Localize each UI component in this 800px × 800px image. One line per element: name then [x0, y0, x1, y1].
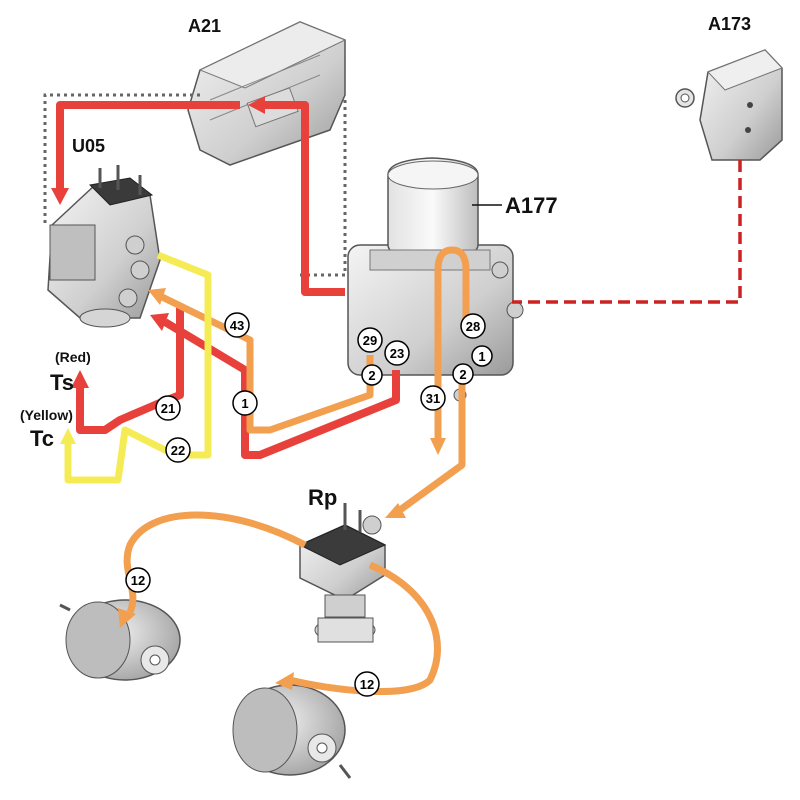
- red-arrow-port1: [150, 313, 169, 331]
- port-2-right-text: 2: [459, 367, 466, 382]
- tc-color-note: (Yellow): [20, 407, 73, 423]
- orange-line-rp-left: [123, 511, 307, 614]
- port-28-text: 28: [466, 319, 480, 334]
- port-21: 21: [155, 395, 181, 421]
- tc-label: Tc: [30, 426, 54, 451]
- u05-label: U05: [72, 136, 105, 156]
- a177-label: A177: [505, 193, 558, 218]
- ts-color-note: (Red): [55, 349, 91, 365]
- port-1-left-text: 1: [241, 396, 248, 411]
- port-12-left: 12: [125, 567, 151, 593]
- port-21-text: 21: [161, 401, 175, 416]
- brake-chamber-bottom: [232, 684, 352, 779]
- port-23: 23: [384, 340, 410, 366]
- a173-label: A173: [708, 14, 751, 34]
- port-12-right: 12: [354, 671, 380, 697]
- a21-dotted-link: [43, 93, 347, 277]
- orange-arrow-to-rp: [385, 503, 406, 518]
- rp-label: Rp: [308, 485, 337, 510]
- port-31: 31: [420, 385, 446, 411]
- port-12-right-text: 12: [360, 677, 374, 692]
- red-arrow-to-u05: [51, 188, 69, 205]
- orange-arrow-port43: [148, 288, 166, 305]
- port-23-text: 23: [390, 346, 404, 361]
- port-43-text: 43: [230, 318, 244, 333]
- red-line-a177-a21: [262, 101, 345, 296]
- port-22-text: 22: [171, 443, 185, 458]
- red-line-ts: [76, 305, 184, 434]
- a177-unit: [347, 157, 524, 402]
- orange-line-port43: [158, 292, 374, 434]
- a173-electrical-line: [512, 160, 742, 304]
- port-12-left-text: 12: [131, 573, 145, 588]
- orange-line-rp-bottom: [289, 561, 441, 695]
- orange-arrow-port31: [430, 438, 446, 455]
- a21-control-unit: [187, 21, 347, 166]
- ts-label: Ts: [50, 370, 74, 395]
- red-arrow-to-a21: [248, 96, 265, 114]
- orange-arrow-bottom-chamber: [275, 672, 294, 690]
- port-2-right: 2: [452, 363, 474, 385]
- port-28: 28: [460, 313, 486, 339]
- port-2-left: 2: [361, 364, 383, 386]
- port-1-right-text: 1: [478, 349, 485, 364]
- port-1-right: 1: [471, 345, 493, 367]
- orange-line-to-rp: [397, 380, 466, 513]
- port-29: 29: [357, 327, 383, 353]
- yellow-arrow-tc: [60, 428, 76, 444]
- orange-arrow-left-chamber: [118, 608, 136, 628]
- port-31-text: 31: [426, 391, 440, 406]
- orange-line-port31: [434, 246, 470, 440]
- port-43: 43: [224, 312, 250, 338]
- rp-relay-valve: [298, 503, 387, 643]
- a21-label: A21: [188, 16, 221, 36]
- red-line-a21-u05: [56, 101, 240, 190]
- u05-valve: [47, 165, 161, 328]
- red-line-port23: [162, 318, 400, 459]
- red-arrow-ts: [71, 370, 89, 388]
- port-2-left-text: 2: [368, 368, 375, 383]
- port-22: 22: [165, 437, 191, 463]
- port-29-text: 29: [363, 333, 377, 348]
- a173-module: [675, 49, 783, 161]
- port-1-left: 1: [232, 390, 258, 416]
- yellow-line-tc: [64, 251, 212, 484]
- brake-chamber-left: [59, 599, 181, 681]
